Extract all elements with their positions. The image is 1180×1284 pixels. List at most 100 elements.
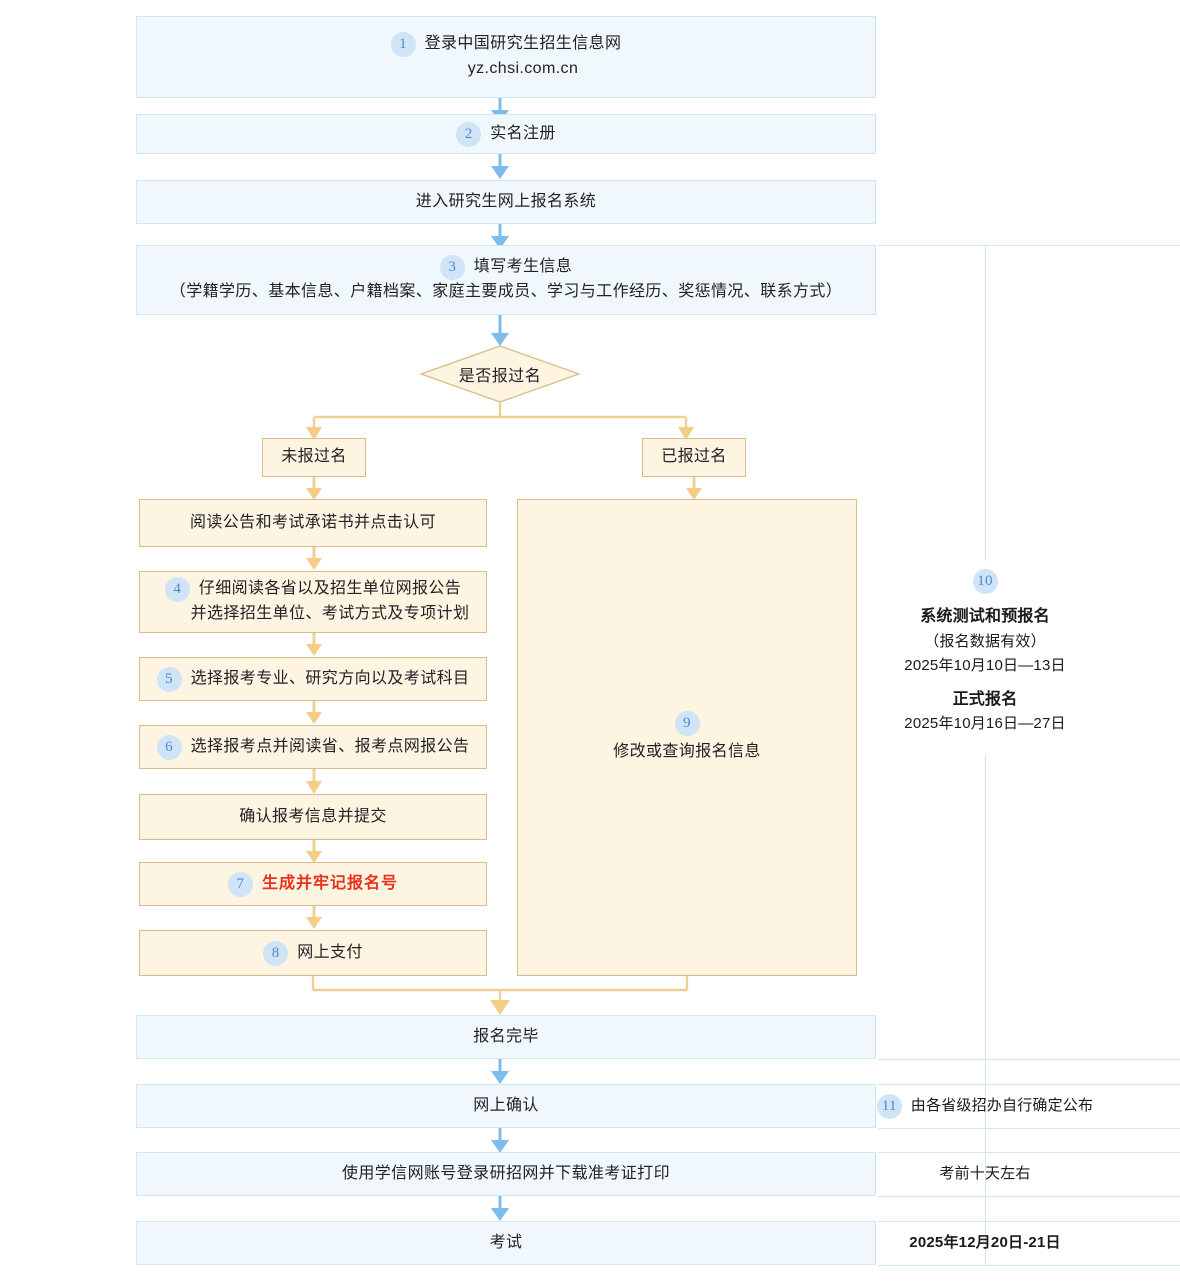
side-rule-4 [878,1152,1180,1153]
connector-left-2-3 [302,701,326,725]
left-step-3-row: 6 选择报考点并阅读省、报考点网报公告 [156,734,470,760]
step-number-badge-4: 4 [164,577,190,603]
step-2-row: 2 实名注册 [456,121,556,147]
left-step-1-row: 4 仔细阅读各省以及招生单位网报公告 [164,577,462,603]
side-row-1-label: 由各省级招办自行确定公布 [910,1097,1094,1114]
side-row-admission-ticket: 考前十天左右 [878,1152,1092,1196]
side-rule-5 [878,1196,1180,1197]
connector-4-to-decision [488,315,512,347]
node-candidate-info[interactable]: 3 填写考生信息 （学籍学历、基本信息、户籍档案、家庭主要成员、学习与工作经历、… [136,245,876,315]
connector-decision-split [300,403,700,441]
step-number-badge-11: 11 [876,1093,902,1119]
side-row-online-confirmation: 11 由各省级招办自行确定公布 [876,1084,1094,1128]
connector-left-5-6 [302,906,326,930]
side-schedule-block: 10 系统测试和预报名 （报名数据有效） 2025年10月10日—13日 正式报… [878,560,1092,745]
step-1-url: yz.chsi.com.cn [467,60,579,78]
step-number-badge-2: 2 [456,121,482,147]
side-row-3-label: 2025年12月20日-21日 [909,1234,1061,1251]
node-download-admission-ticket[interactable]: 使用学信网账号登录研招网并下载准考证打印 [136,1152,876,1196]
right-branch-badge-row: 9 [674,710,700,736]
connector-left-4-5 [302,840,326,864]
side-row-1-inline: 11 由各省级招办自行确定公布 [876,1093,1094,1119]
left-step-2-line-1: 选择报考专业、研究方向以及考试科目 [190,669,470,687]
schedule-pre-note: （报名数据有效） [924,632,1046,650]
step-2-label: 实名注册 [490,124,556,142]
step-number-badge-9: 9 [674,710,700,736]
decision-diamond[interactable]: 是否报过名 [420,345,580,403]
candidate-info-detail: （学籍学历、基本信息、户籍档案、家庭主要成员、学习与工作经历、奖惩情况、联系方式… [169,283,843,301]
step-1-title: 登录中国研究生招生信息网 [424,35,622,53]
left-step-6-line-1: 网上支付 [297,943,363,961]
connector-left-0-1 [302,547,326,571]
side-rule-top [878,245,1180,246]
schedule-formal-date: 2025年10月16日—27日 [904,715,1066,733]
left-step-3-line-1: 选择报考点并阅读省、报考点网报公告 [190,737,470,755]
step-number-badge-3: 3 [439,255,465,281]
connector-tail-0-1 [488,1059,512,1085]
branch-label-already-registered[interactable]: 已报过名 [642,438,746,477]
node-confirm-submit[interactable]: 确认报考信息并提交 [139,794,487,840]
right-branch-label: 修改或查询报名信息 [613,742,761,760]
side-rule-6 [878,1221,1180,1222]
side-rule-1 [878,1059,1180,1060]
node-read-announcement[interactable]: 阅读公告和考试承诺书并点击认可 [139,499,487,547]
branch-label-not-registered[interactable]: 未报过名 [262,438,366,477]
left-step-5-line-1: 生成并牢记报名号 [261,874,398,892]
connector-merge-to-finish [290,976,710,1016]
left-step-6-row: 8 网上支付 [263,940,363,966]
schedule-formal-title: 正式报名 [952,690,1018,708]
node-choose-major[interactable]: 5 选择报考专业、研究方向以及考试科目 [139,657,487,701]
step-number-badge-10: 10 [972,568,998,594]
node-choose-institution[interactable]: 4 仔细阅读各省以及招生单位网报公告 并选择招生单位、考试方式及专项计划 [139,571,487,633]
left-step-2-row: 5 选择报考专业、研究方向以及考试科目 [156,666,470,692]
connector-left-3-4 [302,769,326,795]
node-step-1[interactable]: 1 登录中国研究生招生信息网 yz.chsi.com.cn [136,16,876,98]
connector-right-branch-down [682,477,706,501]
side-rule-vertical-lower [985,755,986,1265]
node-enter-system[interactable]: 进入研究生网上报名系统 [136,180,876,224]
left-step-1-line-1: 仔细阅读各省以及招生单位网报公告 [198,580,462,598]
side-rule-3 [878,1128,1180,1129]
branch-left-label: 未报过名 [281,448,347,466]
left-step-4-line-1: 确认报考信息并提交 [239,807,387,825]
schedule-pre-date: 2025年10月10日—13日 [904,656,1066,674]
connector-2-to-3 [488,154,512,180]
connector-tail-2-3 [488,1196,512,1222]
tail-step-0-label: 报名完毕 [473,1027,539,1045]
node-registration-complete[interactable]: 报名完毕 [136,1015,876,1059]
side-row-exam-date: 2025年12月20日-21日 [878,1221,1092,1265]
branch-right-label: 已报过名 [661,448,727,466]
tail-step-2-label: 使用学信网账号登录研招网并下载准考证打印 [341,1164,670,1182]
decision-label: 是否报过名 [458,368,542,385]
node-exam[interactable]: 考试 [136,1221,876,1265]
node-generate-registration-number[interactable]: 7 生成并牢记报名号 [139,862,487,906]
connector-left-branch-down [302,477,326,501]
node-choose-exam-site[interactable]: 6 选择报考点并阅读省、报考点网报公告 [139,725,487,769]
connector-tail-1-2 [488,1128,512,1154]
step-number-badge-7: 7 [227,871,253,897]
node-online-confirmation[interactable]: 网上确认 [136,1084,876,1128]
step-number-badge-1: 1 [390,32,416,58]
candidate-info-title: 填写考生信息 [473,258,573,276]
step-number-badge-6: 6 [156,734,182,760]
left-step-1-line-2: 并选择招生单位、考试方式及专项计划 [190,605,470,623]
tail-step-3-label: 考试 [489,1233,523,1251]
left-step-0-line-1: 阅读公告和考试承诺书并点击认可 [189,513,436,531]
tail-step-1-label: 网上确认 [473,1096,539,1114]
step-1-line-1-row: 1 登录中国研究生招生信息网 [390,32,622,58]
step-number-badge-8: 8 [263,940,289,966]
node-online-payment[interactable]: 8 网上支付 [139,930,487,976]
left-step-0-row: 阅读公告和考试承诺书并点击认可 [190,511,436,536]
side-row-2-label: 考前十天左右 [939,1165,1031,1182]
node-step-2[interactable]: 2 实名注册 [136,114,876,154]
node-modify-or-query[interactable]: 9 修改或查询报名信息 [517,499,857,976]
schedule-pre-title: 系统测试和预报名 [920,607,1050,625]
left-step-4-row: 确认报考信息并提交 [239,805,387,830]
step-number-badge-5: 5 [156,666,182,692]
side-rule-2 [878,1084,1180,1085]
connector-left-1-2 [302,633,326,657]
candidate-info-title-row: 3 填写考生信息 [439,255,573,281]
connector-3-to-4 [488,224,512,250]
side-rule-vertical-upper [985,246,986,561]
